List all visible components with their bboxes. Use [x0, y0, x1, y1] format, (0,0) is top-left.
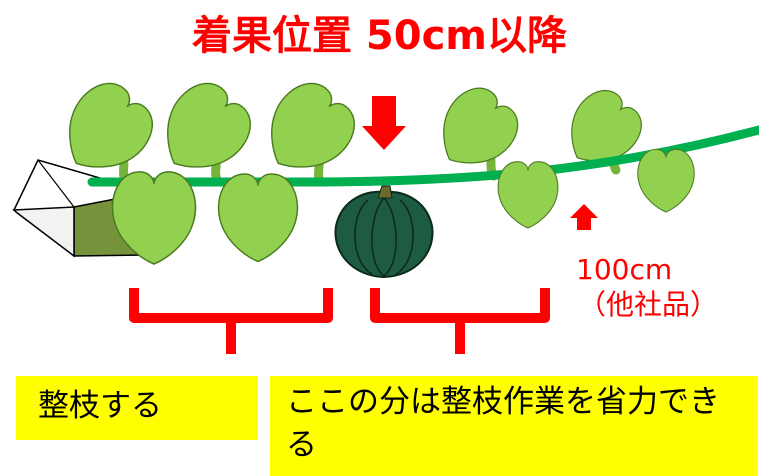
distance-value: 100cm — [576, 253, 673, 286]
prune-bracket — [129, 288, 333, 354]
saved-bracket — [370, 288, 550, 354]
distance-note: （他社品） — [578, 288, 719, 321]
pumpkin-icon — [334, 185, 434, 279]
prune-label: 整枝する — [16, 376, 258, 440]
page-title: 着果位置 50cm以降 — [192, 13, 567, 59]
saved-label: ここの分は整枝作業を省力できる — [270, 376, 758, 476]
fruit-position-arrow-icon — [362, 96, 406, 150]
distance-arrow-icon — [570, 204, 598, 230]
